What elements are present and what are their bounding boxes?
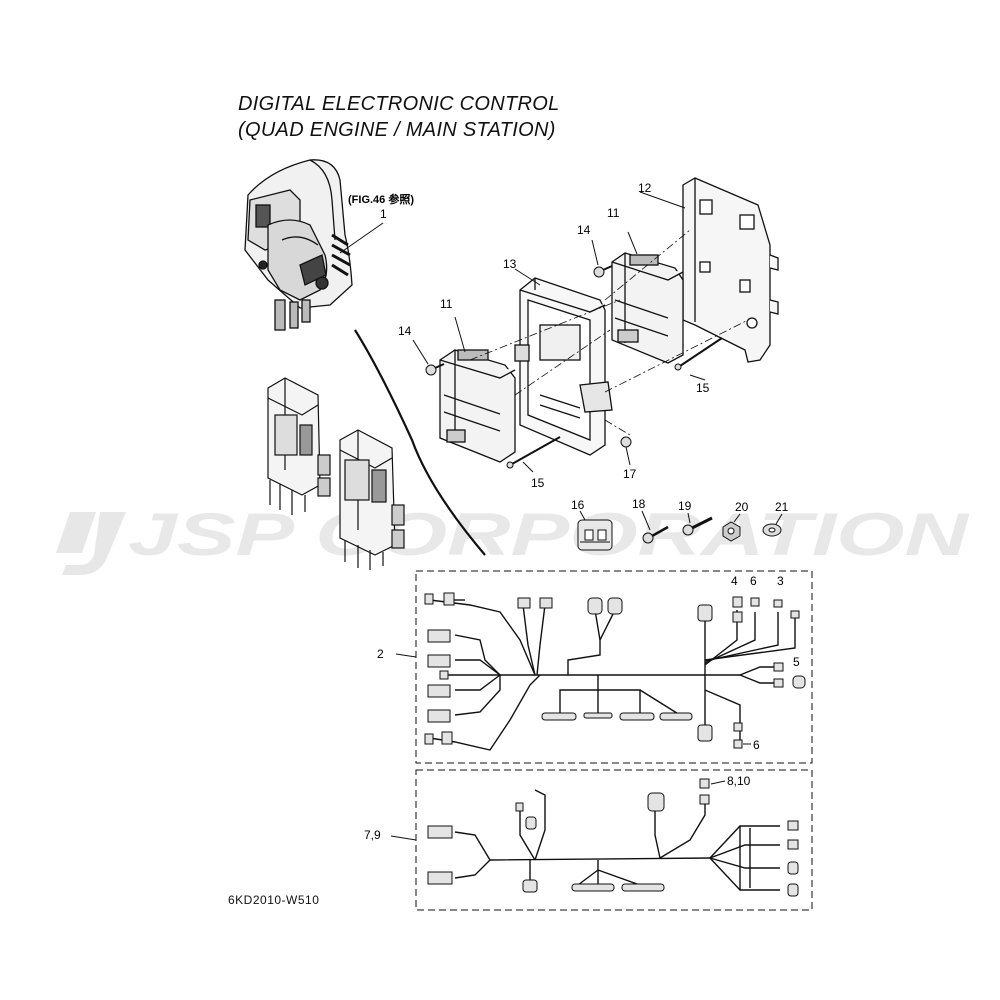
leader-11-upper [627,231,638,255]
leader-12 [639,191,686,209]
watermark-logo-mark [56,512,96,553]
callout-14-lower: 14 [398,324,412,338]
callout-2: 2 [377,647,384,661]
callout-4: 4 [731,574,738,588]
assembled-ecu-stack-left [267,377,331,515]
callout-11-lower: 11 [440,297,453,311]
assembled-ecu-stack-right [339,429,405,570]
leader-8-10 [710,780,726,785]
harness-7-9-connectors [427,778,799,897]
leader-7-9 [390,835,417,841]
callout-18: 18 [632,497,646,511]
screw-part-18 [642,525,669,544]
leader-21 [775,513,783,525]
leader-16 [579,510,586,521]
callout-21: 21 [775,500,789,514]
leader-14-lower [412,339,429,365]
callout-15-lower: 15 [531,476,545,490]
leader-11-lower [454,316,466,353]
leader-17 [625,446,631,466]
watermark-text: JSP CORPORATION [128,501,970,568]
callout-15-upper: 15 [696,381,710,395]
callout-19: 19 [678,499,692,513]
washer-part-21 [762,523,782,537]
diagram-code: 6KD2010-W510 [228,893,320,907]
ecu-module-part-11-upper [611,252,684,364]
callout-11-upper: 11 [607,206,620,220]
callout-3: 3 [777,574,784,588]
watermark: JSP CORPORATION [56,501,970,575]
leader-1 [339,222,384,254]
leader-13 [514,268,541,286]
nut-part-20 [722,521,741,542]
control-lever-part-1 [244,159,353,331]
leader-19 [687,512,691,524]
wire-harness-part-7-9 [454,789,780,891]
callout-5: 5 [793,655,800,669]
harness-2-connectors [424,592,806,749]
watermark-logo-mark-2 [62,512,126,575]
callout-6-lower: 6 [753,738,760,752]
bolt-part-15-lower [506,436,561,469]
reference-note: (FIG.46 参照) [348,192,414,206]
callout-1: 1 [380,207,387,221]
screw-part-14-lower [425,363,445,376]
diagram-title-line2: (QUAD ENGINE / MAIN STATION) [238,119,556,141]
callout-6-upper: 6 [750,574,757,588]
connector-part-16 [577,519,613,551]
bolt-part-15-upper [674,337,723,371]
assembly-bracket-curve [354,329,486,556]
callout-16: 16 [571,498,585,512]
screw-part-14-upper [593,265,613,278]
screw-part-19 [682,516,713,536]
assembly-guide-lines [469,229,749,436]
harness-box-part-2 [415,570,813,764]
screw-part-17 [620,436,632,448]
callout-7-9: 7,9 [364,828,381,842]
callout-8-10: 8,10 [727,774,751,788]
callout-12: 12 [638,181,652,195]
callout-20: 20 [735,500,749,514]
ecu-housing-part-13 [514,277,613,456]
diagram-title-line1: DIGITAL ELECTRONIC CONTROL [238,93,560,115]
leader-2 [395,653,417,658]
callout-17: 17 [623,467,637,481]
callout-14-upper: 14 [577,223,591,237]
leader-20 [733,513,741,523]
leader-15-upper [689,374,706,381]
leader-15-lower [522,461,534,473]
ecu-bracket-part-12 [682,177,779,363]
callout-13: 13 [503,257,517,271]
leader-14-upper [591,239,599,266]
leader-18 [641,510,651,531]
ecu-module-part-11-lower [439,349,516,463]
